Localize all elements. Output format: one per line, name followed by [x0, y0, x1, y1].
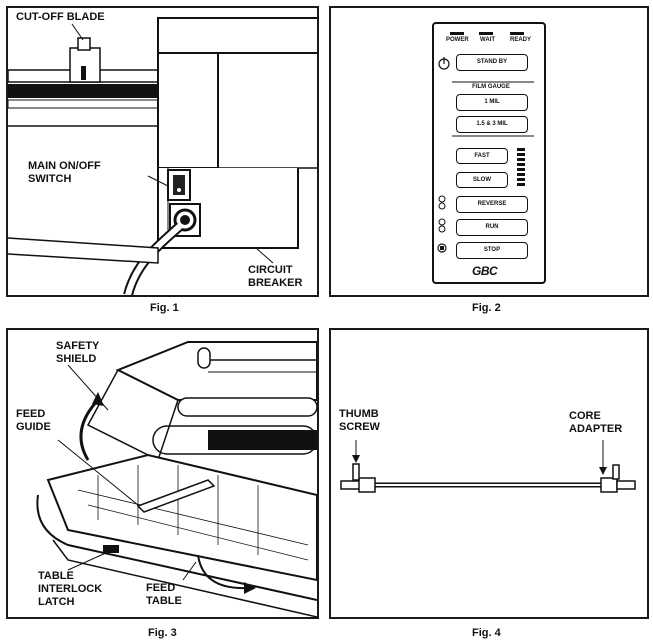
core-adapter-shape: [600, 464, 636, 493]
label-cutoff-blade: CUT-OFF BLADE: [16, 11, 105, 23]
stop-button[interactable]: STOP: [456, 242, 528, 259]
label-feed-guide-line1: FEED: [16, 408, 46, 420]
label-feed-table-line2: TABLE: [146, 595, 182, 607]
figure-2-panel: POWER WAIT READY STAND BY FILM GAUGE 1 M…: [329, 6, 649, 297]
run-button[interactable]: RUN: [456, 219, 528, 236]
indicator-wait: WAIT: [480, 37, 495, 43]
main-switch-shape: [167, 169, 191, 201]
label-thumb-screw-line2: SCREW: [339, 421, 380, 433]
laminator-side-illustration: [8, 17, 317, 295]
indicator-ready: READY: [510, 37, 532, 43]
label-feed-guide-line2: GUIDE: [16, 421, 51, 433]
label-interlock-line2: INTERLOCK: [38, 583, 103, 595]
thumb-screw-shape: [340, 463, 376, 493]
figure-1-panel: CUT-OFF BLADE MAIN ON/OFF SWITCH CIRCUIT…: [6, 6, 319, 297]
figure-4-caption: Fig. 4: [472, 627, 501, 639]
control-panel-graphics: [437, 32, 534, 253]
speed-gauge: [517, 148, 525, 186]
label-main-switch-line1: MAIN ON/OFF: [28, 160, 101, 172]
label-interlock-line1: TABLE: [38, 570, 74, 582]
indicator-power: POWER: [446, 37, 469, 43]
film-gauge-heading: FILM GAUGE: [472, 84, 510, 90]
fast-button[interactable]: FAST: [456, 148, 508, 164]
figure-3-panel: SAFETY SHIELD FEED GUIDE TABLE INTERLOCK…: [6, 328, 319, 619]
one-five-three-mil-button[interactable]: 1.5 & 3 MIL: [456, 116, 528, 133]
figure-1-caption: Fig. 1: [150, 302, 179, 314]
cutoff-blade-shape: [69, 37, 101, 83]
label-main-switch-line2: SWITCH: [28, 173, 72, 185]
stand-by-button[interactable]: STAND BY: [456, 54, 528, 71]
label-safety-shield-line1: SAFETY: [56, 340, 100, 352]
label-thumb-screw-line1: THUMB: [339, 408, 379, 420]
slow-button[interactable]: SLOW: [456, 172, 508, 188]
label-circuit-breaker-line1: CIRCUIT: [248, 264, 293, 276]
laminator-front-illustration: [36, 341, 317, 617]
reverse-icon: [438, 195, 446, 210]
label-core-adapter-line2: ADAPTER: [569, 423, 623, 435]
figure-3-caption: Fig. 3: [148, 627, 177, 639]
control-panel: POWER WAIT READY STAND BY FILM GAUGE 1 M…: [432, 22, 546, 284]
label-circuit-breaker-line2: BREAKER: [248, 277, 303, 289]
label-core-adapter-line1: CORE: [569, 410, 601, 422]
label-safety-shield-line2: SHIELD: [56, 353, 97, 365]
run-icon: [438, 218, 446, 233]
label-feed-table-line1: FEED: [146, 582, 176, 594]
one-mil-button[interactable]: 1 MIL: [456, 94, 528, 111]
figure-2-caption: Fig. 2: [472, 302, 501, 314]
gbc-logo: GBC: [472, 264, 498, 278]
stop-icon: [437, 243, 447, 253]
figure-4-panel: THUMB SCREW CORE ADAPTER: [329, 328, 649, 619]
label-interlock-line3: LATCH: [38, 596, 75, 608]
reverse-button[interactable]: REVERSE: [456, 196, 528, 213]
circuit-breaker-shape: [169, 203, 201, 237]
roll-shaft-illustration: [340, 440, 636, 493]
